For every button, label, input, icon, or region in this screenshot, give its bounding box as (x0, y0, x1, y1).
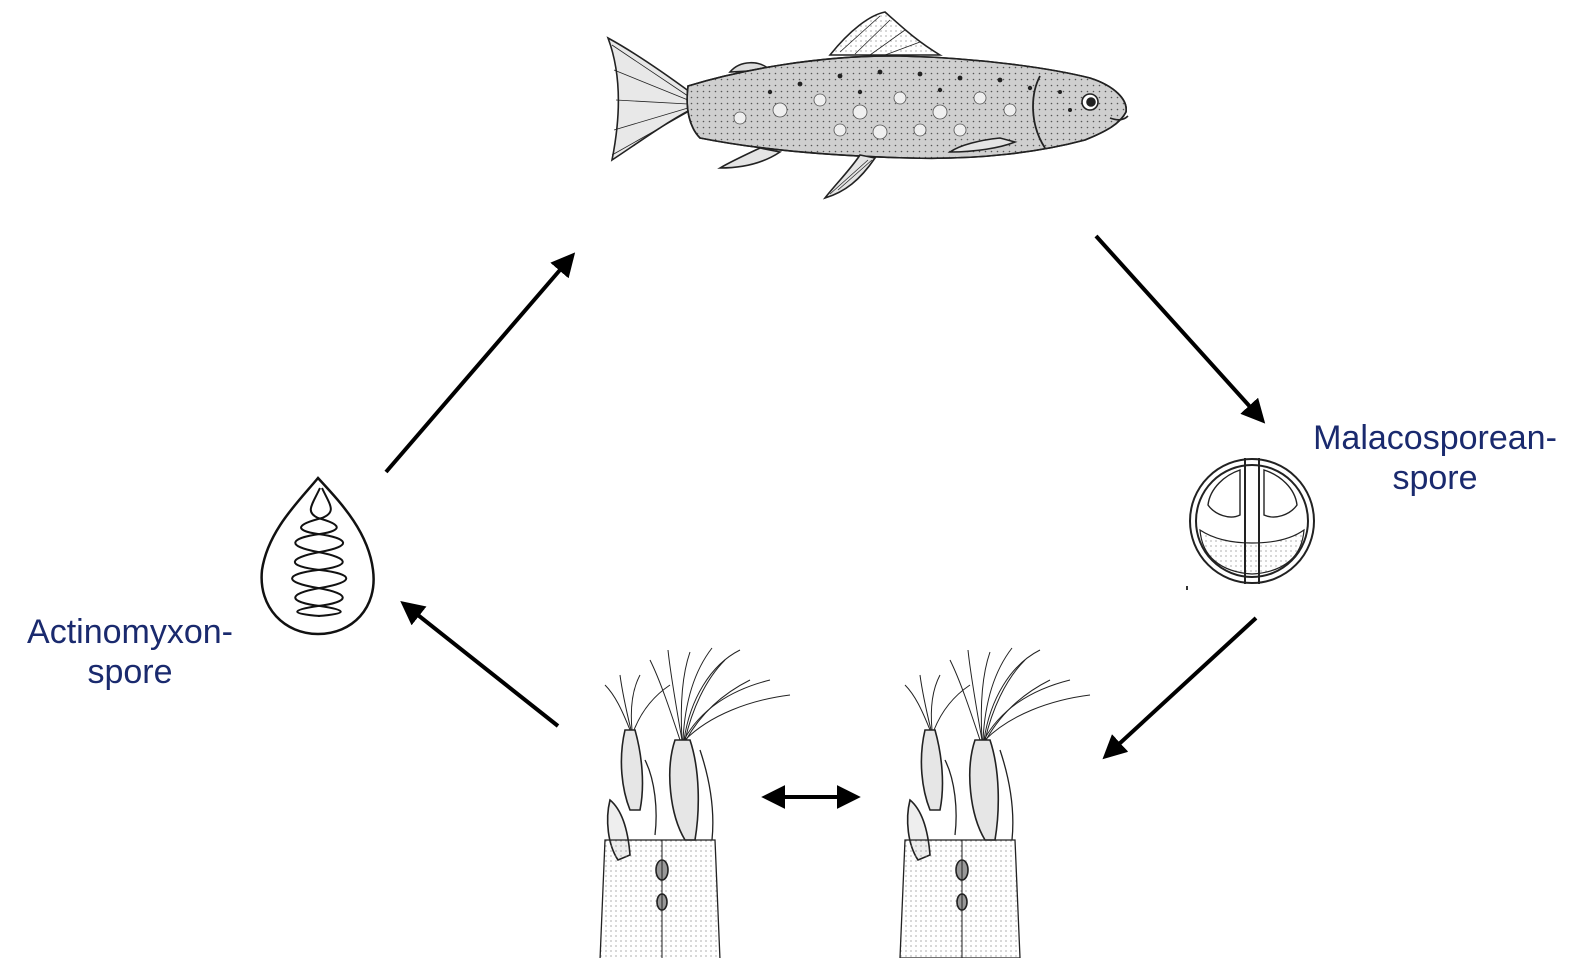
actinomyxon-spore-label: Actinomyxon- spore (10, 612, 250, 692)
actinomyxon-label-line1: Actinomyxon- (10, 612, 250, 652)
actinomyxon-label-line2: spore (10, 652, 250, 692)
arrow-actinomyxon-to-fish (386, 256, 572, 472)
bryozoan-colony-left (600, 648, 790, 958)
malacosporean-label-line1: Malacosporean- (1290, 418, 1580, 458)
actinomyxon-spore-illustration (262, 478, 374, 634)
fish-illustration (608, 12, 1128, 198)
malacosporean-label-line2: spore (1290, 458, 1580, 498)
speck (1186, 586, 1188, 590)
arrow-malacosporean-to-bryozoan (1106, 618, 1256, 756)
malacosporean-spore-label: Malacosporean- spore (1290, 418, 1580, 498)
bryozoan-colony-right (900, 648, 1090, 958)
arrow-bryozoan-to-actinomyxon (404, 604, 558, 726)
arrow-fish-to-malacosporean (1096, 236, 1262, 420)
